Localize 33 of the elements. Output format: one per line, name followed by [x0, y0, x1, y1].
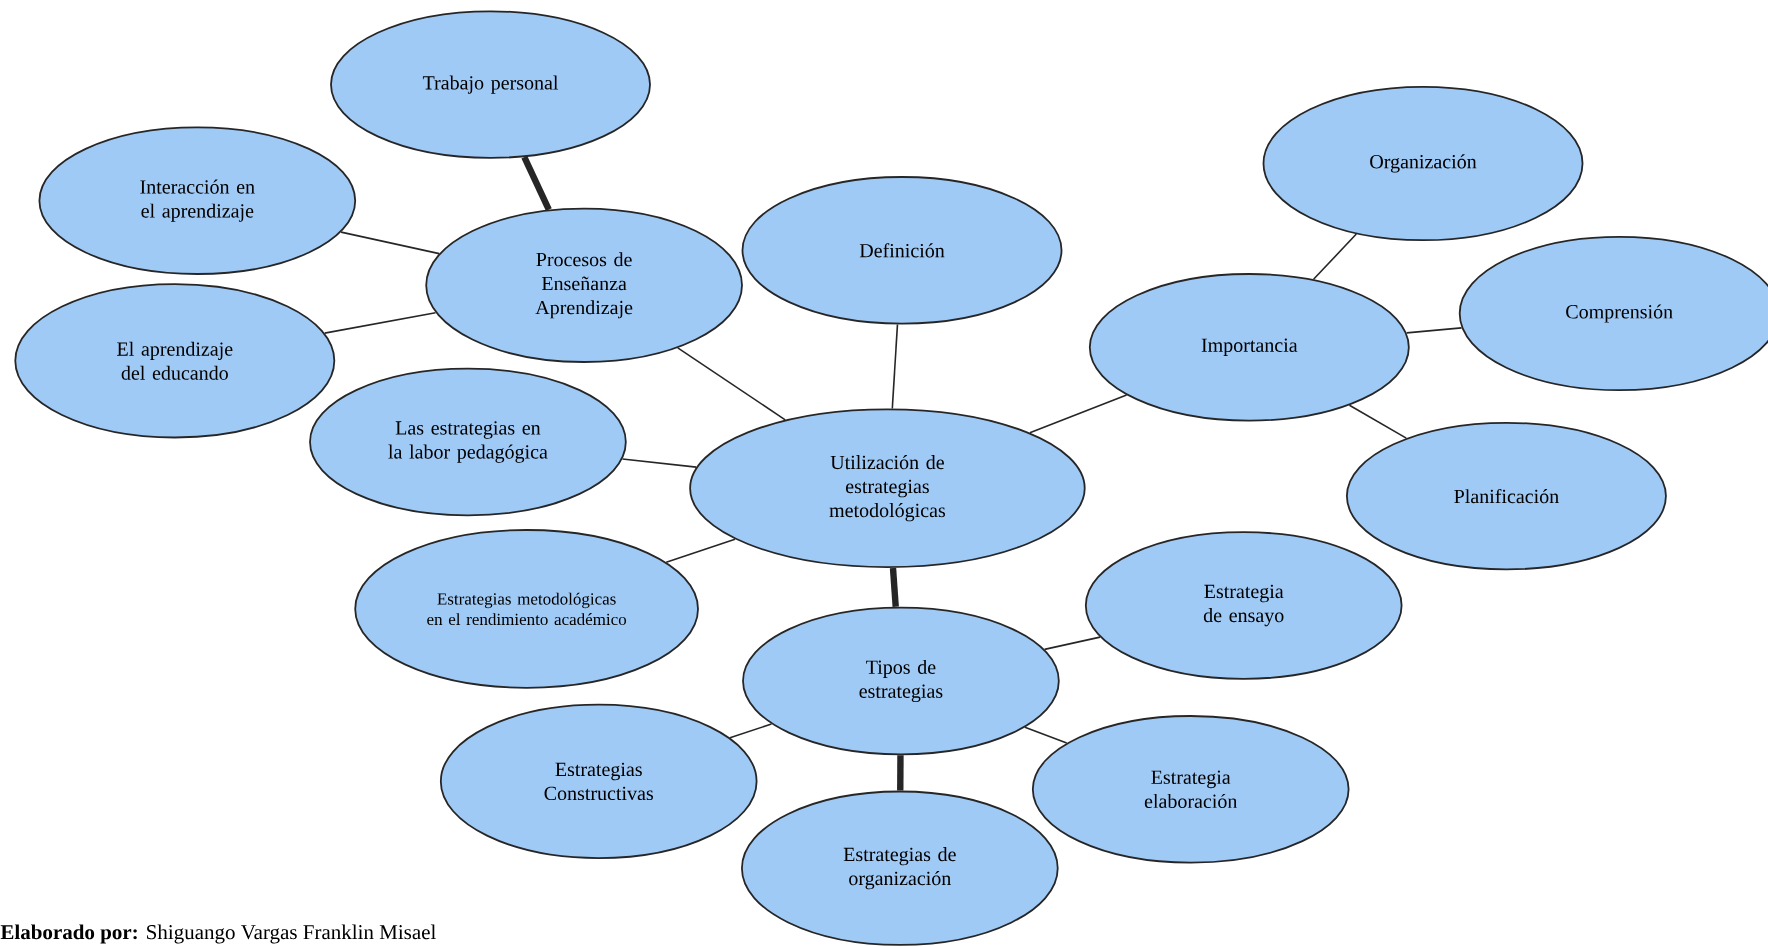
- ellipse-node: Tipos de estrategias: [742, 606, 1060, 756]
- connector-line: [665, 538, 736, 563]
- ellipse-node: Definición: [741, 176, 1063, 325]
- connector-line: [1348, 404, 1408, 439]
- ellipse-node: Comprensión: [1458, 235, 1768, 392]
- connector-line: [1029, 394, 1128, 434]
- ellipse-node: Utilización de estrategias metodológicas: [689, 408, 1086, 568]
- ellipse-node: Planificación: [1346, 421, 1667, 571]
- connector-line: [621, 458, 698, 468]
- connector-line: [1043, 636, 1101, 651]
- ellipse-node: Procesos de Enseñanza Aprendizaje: [425, 207, 743, 363]
- connector-line: [676, 347, 786, 421]
- ellipse-node: Estrategias de organización: [741, 790, 1059, 946]
- connector-line: [1405, 327, 1463, 334]
- connector-line: [340, 231, 440, 255]
- ellipse-node: Trabajo personal: [330, 10, 651, 159]
- caption: Elaborado por: Shiguango Vargas Franklin Misael: [0, 924, 436, 944]
- connector-line: [889, 567, 899, 608]
- ellipse-node: Estrategias Constructivas: [439, 703, 758, 859]
- ellipse-node: Estrategia de ensayo: [1084, 531, 1403, 680]
- ellipse-node: Las estrategias en la labor pedagógica: [309, 367, 627, 517]
- ellipse-node: Organización: [1262, 85, 1584, 242]
- ellipse-node: El aprendizaje del educando: [14, 283, 336, 439]
- connector-line: [1024, 726, 1068, 744]
- connector-line: [323, 311, 437, 334]
- ellipse-node: Importancia: [1088, 273, 1410, 422]
- connector-line: [521, 155, 552, 211]
- connector-line: [729, 723, 773, 739]
- ellipse-node: Interacción en el aprendizaje: [38, 126, 357, 275]
- connector-line: [891, 323, 899, 410]
- ellipse-node: Estrategias metodológicas en el rendimiento académico: [354, 529, 699, 689]
- ellipse-node: Estrategia elaboración: [1031, 715, 1350, 864]
- connector-line: [1312, 233, 1358, 281]
